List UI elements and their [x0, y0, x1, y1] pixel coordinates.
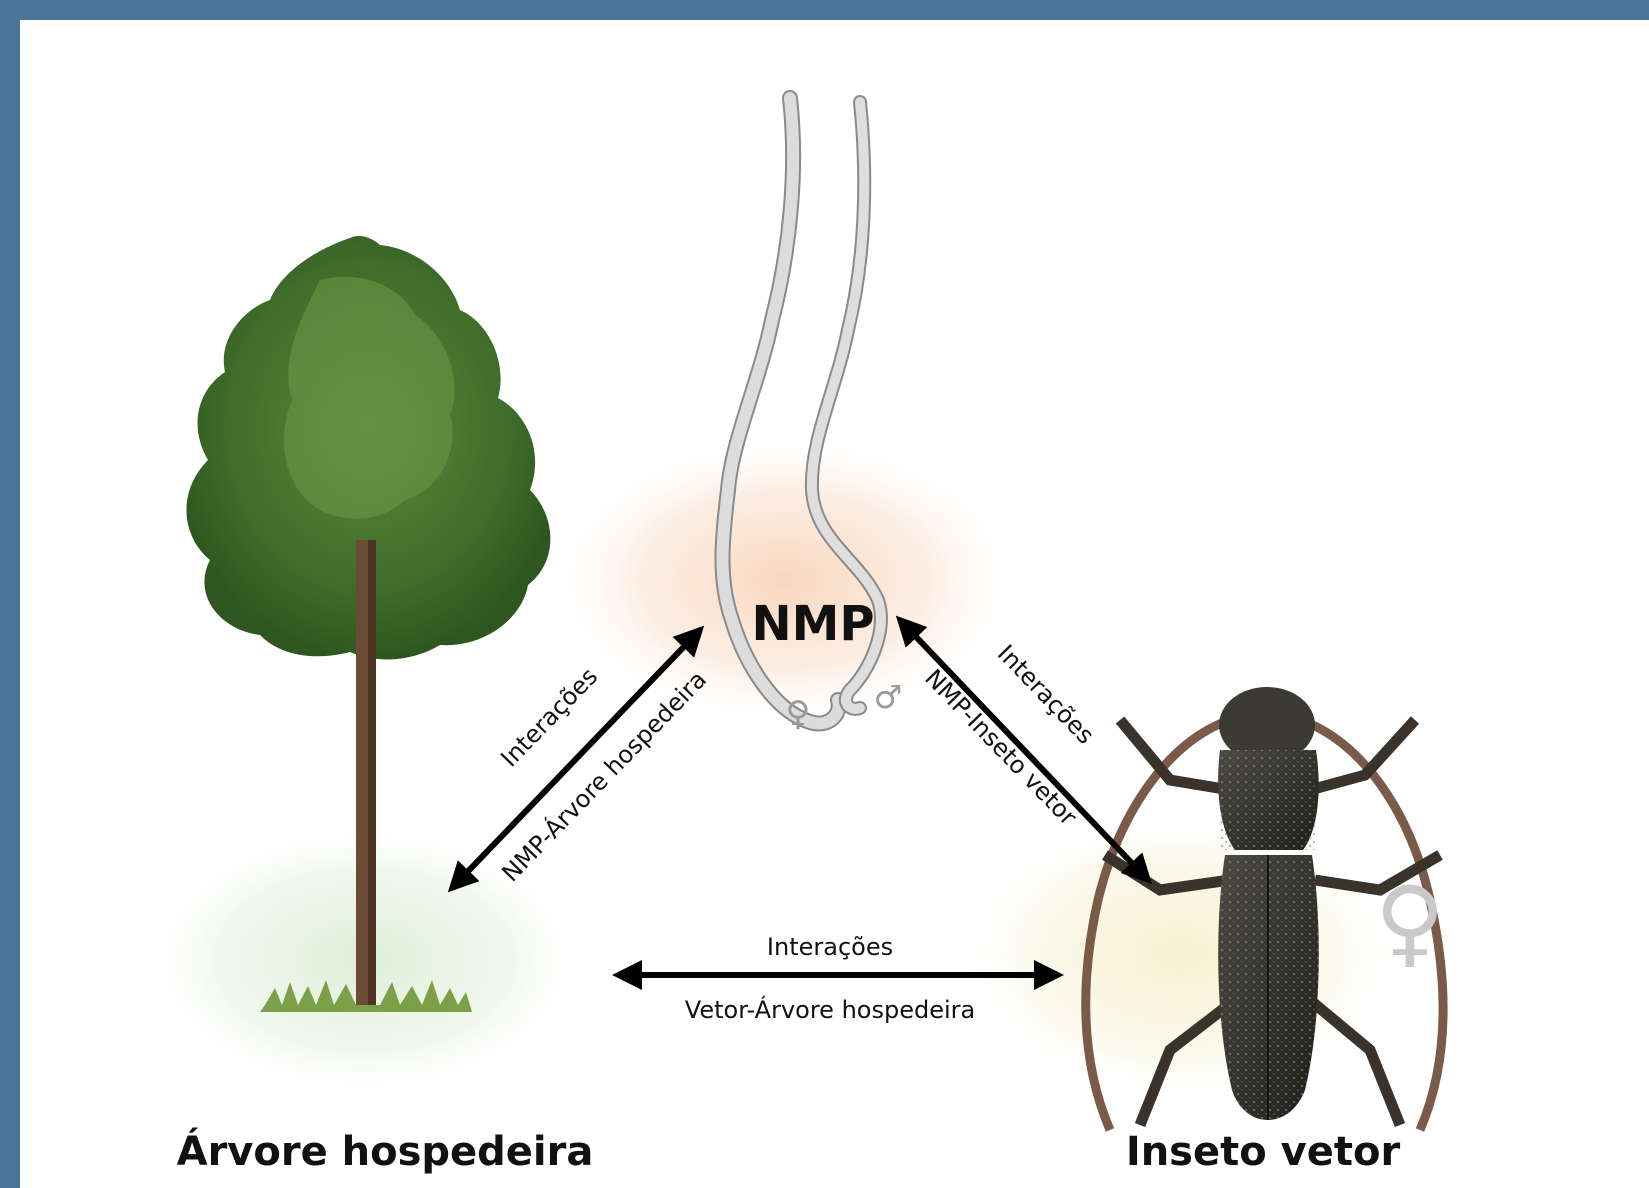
- edge-nmp-tree-top-label: Interações: [495, 662, 603, 772]
- diagram-frame: ♀ ♂ ♀ Interações NMP-Árvore hospedeira I…: [20, 20, 1649, 1188]
- nematode-female-symbol: ♀: [786, 694, 811, 734]
- insect-glow: [955, 805, 1405, 1105]
- edge-vector-tree-bottom-label: Vetor-Árvore hospedeira: [685, 995, 975, 1024]
- edge-nmp-tree-bottom-label: NMP-Árvore hospedeira: [496, 665, 712, 887]
- diagram-canvas: ♀ ♂ ♀ Interações NMP-Árvore hospedeira I…: [20, 20, 1649, 1188]
- beetle-pronotum-texture: [1220, 750, 1316, 850]
- nematode-male-symbol: ♂: [874, 678, 903, 716]
- insect-female-symbol: ♀: [1375, 866, 1445, 978]
- edge-vector-tree-top-label: Interações: [767, 933, 893, 961]
- node-label-vector-insect: Inseto vetor: [1126, 1129, 1401, 1175]
- tree-trunk-shade: [368, 540, 376, 1010]
- node-label-host-tree: Árvore hospedeira: [177, 1127, 594, 1175]
- node-label-nmp: NMP: [751, 596, 874, 652]
